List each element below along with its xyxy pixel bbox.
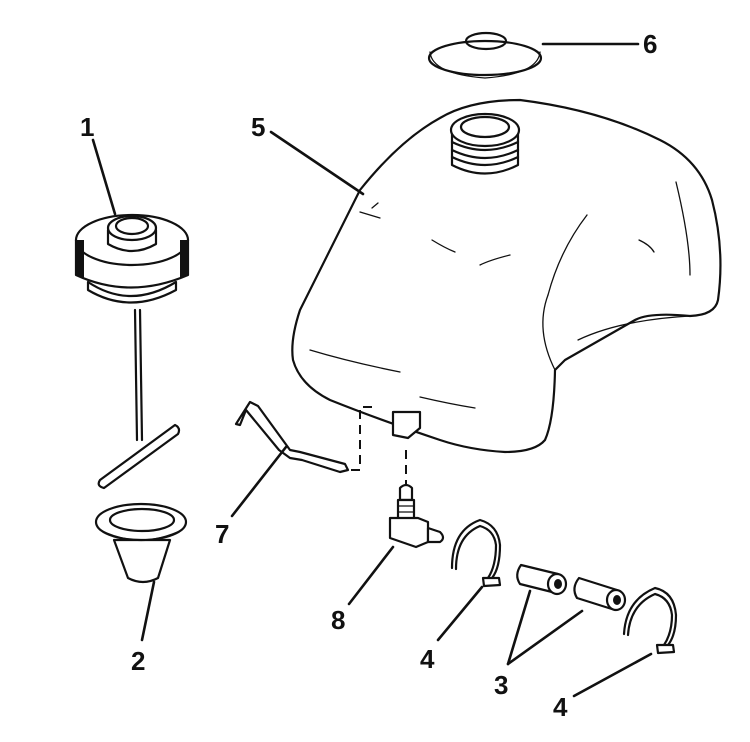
grommet-part bbox=[94, 502, 188, 584]
fuel-tank-part bbox=[291, 98, 722, 454]
dashed-alignment-bracket bbox=[350, 406, 372, 471]
washer-part bbox=[427, 31, 543, 79]
hose-clamp-part-b bbox=[622, 586, 678, 655]
callout-4a: 4 bbox=[420, 644, 435, 674]
callout-7: 7 bbox=[215, 519, 230, 549]
filler-cap-part bbox=[74, 213, 190, 490]
callout-3: 3 bbox=[494, 670, 509, 700]
hose-clamp-part-a bbox=[450, 518, 502, 588]
callout-6: 6 bbox=[643, 29, 658, 59]
callout-4b: 4 bbox=[553, 692, 568, 722]
callout-8: 8 bbox=[331, 605, 346, 635]
callout-2: 2 bbox=[131, 646, 146, 676]
leader-lines bbox=[91, 42, 653, 698]
callout-5: 5 bbox=[251, 112, 266, 142]
callout-1: 1 bbox=[80, 112, 95, 142]
bracket-part bbox=[234, 400, 350, 474]
elbow-fitting-part bbox=[388, 483, 445, 549]
fuel-hose-part bbox=[516, 563, 627, 612]
